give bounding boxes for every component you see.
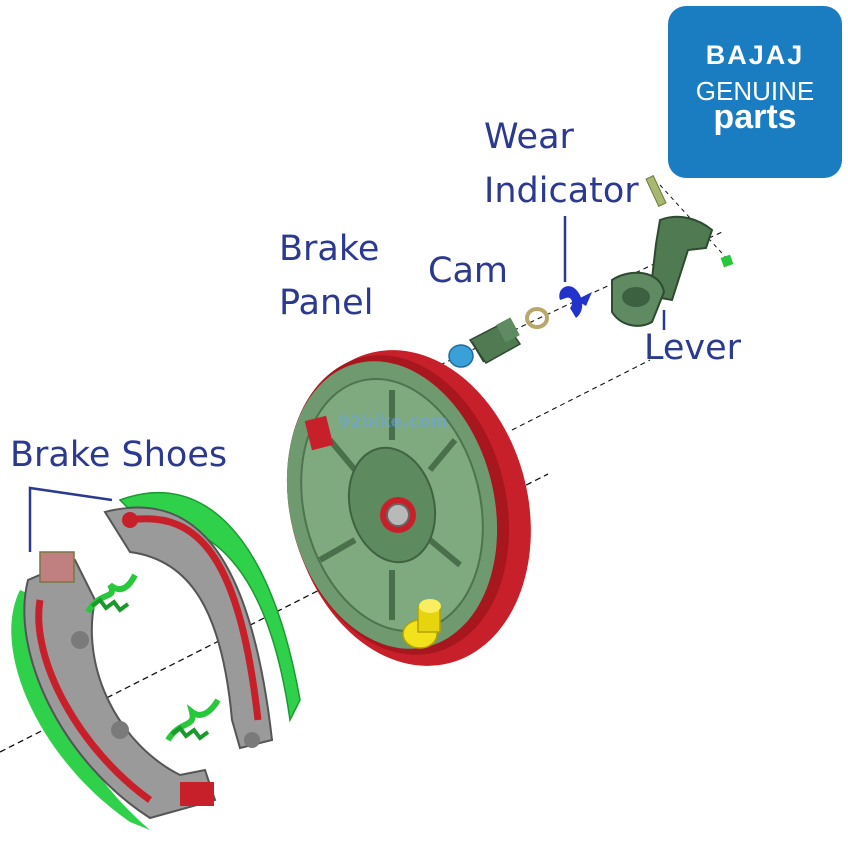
brake-shoe-right (103, 491, 301, 750)
bajaj-genuine-parts-logo: BAJAJ GENUINE parts (668, 6, 842, 178)
wear-indicator (559, 286, 592, 318)
lever (611, 175, 734, 327)
logo-line-genuine: GENUINE (695, 76, 815, 106)
label-panel: Panel (279, 283, 374, 323)
shoe-pad-pink (39, 551, 75, 583)
cam-washer (525, 307, 549, 329)
brake-panel (286, 350, 531, 666)
label-cam: Cam (428, 251, 508, 291)
anchor-pin-yellow (402, 599, 441, 649)
label-wear: Wear (484, 117, 574, 157)
top-axis-line (659, 184, 731, 263)
label-lever: Lever (644, 328, 742, 368)
logo-brand: BAJAJ (705, 40, 805, 70)
label-indicator: Indicator (484, 171, 639, 211)
logo-line-parts: parts (713, 98, 797, 136)
panel-red-tab (304, 415, 334, 451)
label-brake: Brake (279, 229, 380, 269)
watermark: 92bike.com (338, 412, 448, 432)
cam (448, 317, 522, 368)
return-spring-upper (85, 573, 138, 614)
lever-axis-line (511, 359, 651, 431)
return-spring-lower (165, 698, 221, 742)
brake-shoe-left (11, 551, 217, 830)
label-brake-shoes: Brake Shoes (10, 435, 228, 475)
lever-nut (720, 254, 734, 268)
brake-shoes-callout (28, 486, 113, 552)
